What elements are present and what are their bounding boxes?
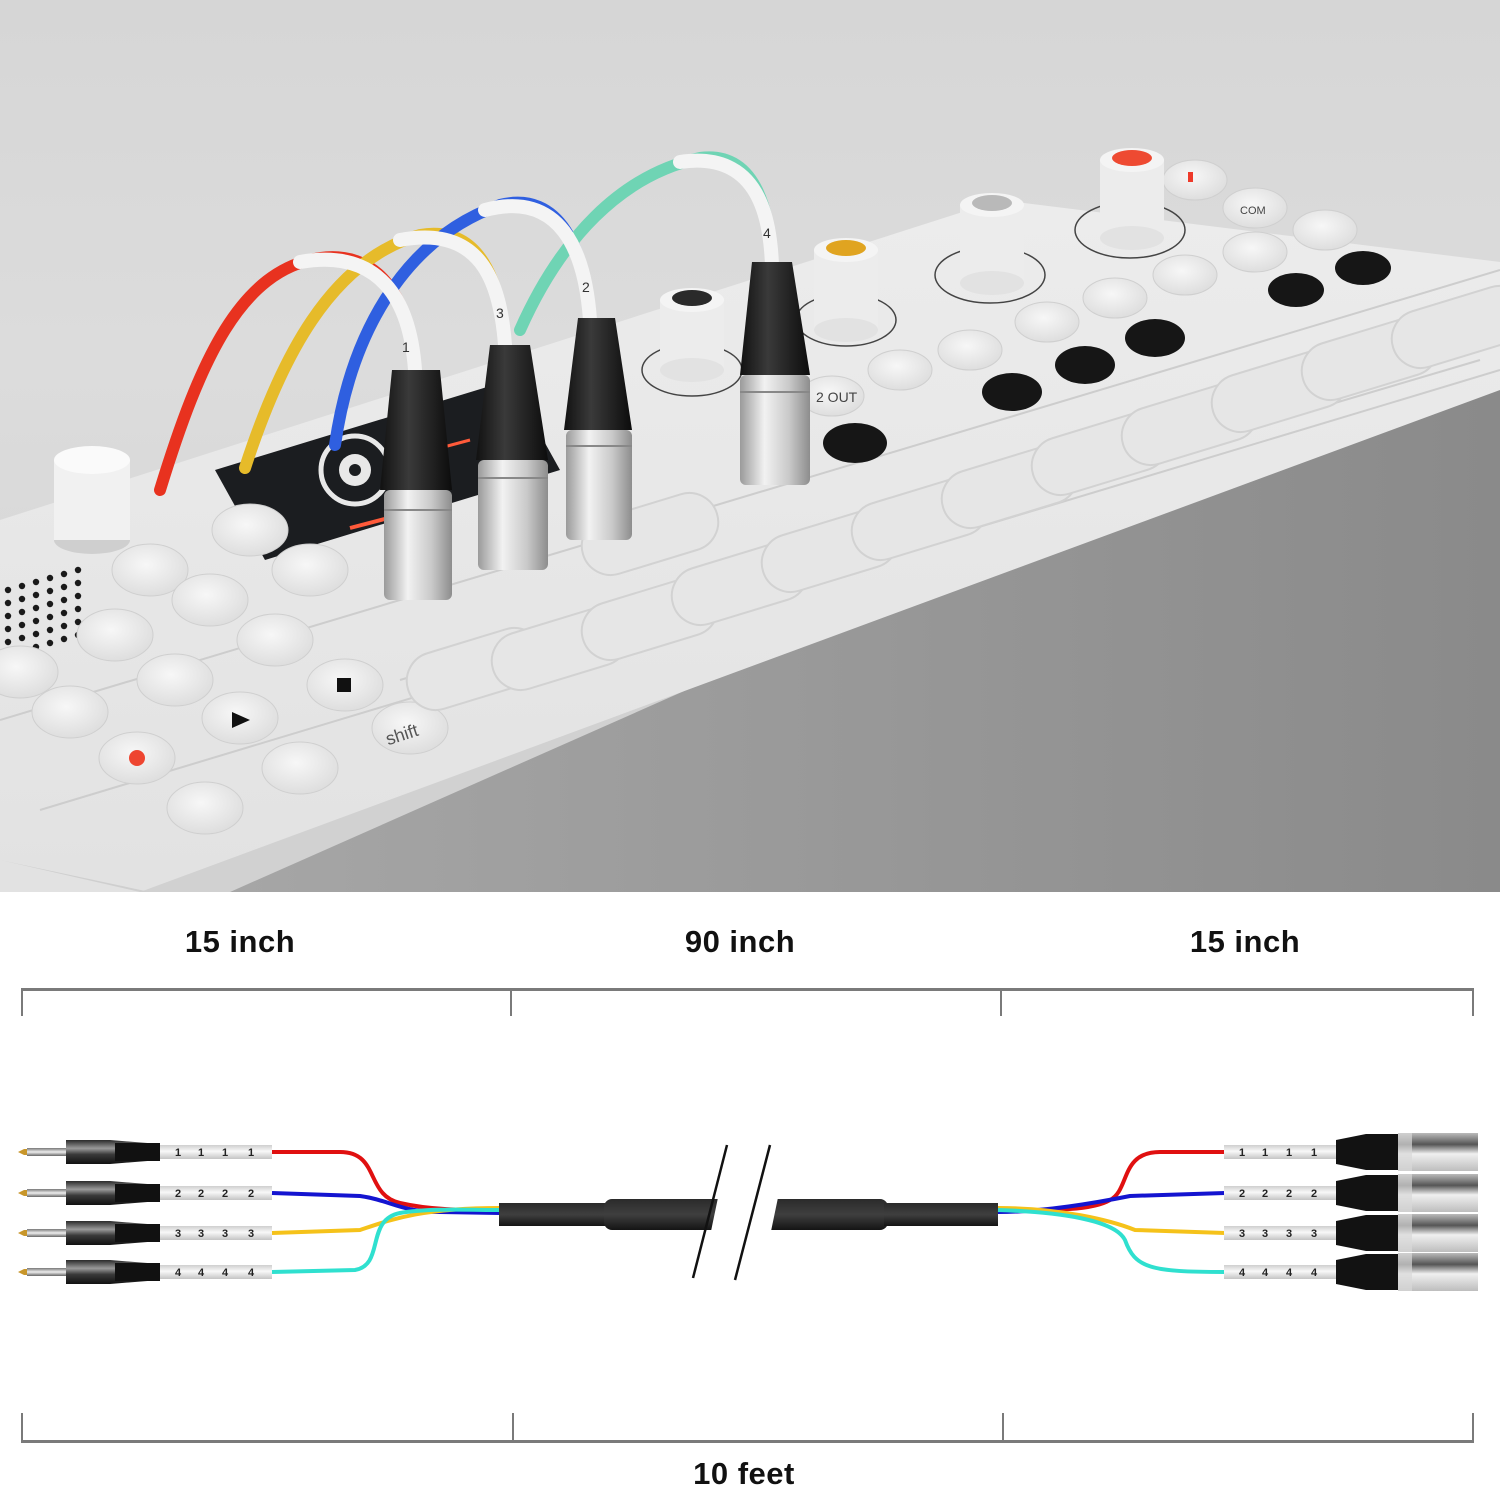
right-fanout-wires bbox=[997, 1150, 1226, 1274]
svg-text:2: 2 bbox=[1262, 1188, 1268, 1200]
stop-icon bbox=[337, 678, 351, 692]
left-trs-connector-3 bbox=[18, 1221, 272, 1245]
svg-text:1: 1 bbox=[1239, 1147, 1245, 1159]
svg-text:1: 1 bbox=[175, 1147, 181, 1159]
svg-text:2: 2 bbox=[222, 1188, 228, 1200]
svg-text:3: 3 bbox=[1239, 1228, 1245, 1240]
product-photo: shift bbox=[0, 0, 1500, 892]
synth-illustration: shift bbox=[0, 148, 1500, 892]
svg-text:2: 2 bbox=[1311, 1188, 1317, 1200]
out-key-label: 2 OUT bbox=[816, 389, 858, 405]
svg-text:4: 4 bbox=[1286, 1267, 1293, 1279]
svg-text:4: 4 bbox=[248, 1267, 255, 1279]
svg-text:3: 3 bbox=[1262, 1228, 1268, 1240]
svg-text:3: 3 bbox=[248, 1228, 254, 1240]
svg-text:3: 3 bbox=[198, 1228, 204, 1240]
svg-text:2: 2 bbox=[248, 1188, 254, 1200]
svg-text:4: 4 bbox=[175, 1267, 182, 1279]
svg-text:2: 2 bbox=[1239, 1188, 1245, 1200]
cables bbox=[154, 151, 779, 496]
svg-text:1: 1 bbox=[1311, 1147, 1317, 1159]
trunk-cable bbox=[499, 1140, 998, 1281]
svg-text:4: 4 bbox=[198, 1267, 205, 1279]
svg-text:1: 1 bbox=[402, 339, 410, 355]
knob-yellow bbox=[795, 238, 897, 347]
svg-text:1: 1 bbox=[1286, 1147, 1292, 1159]
segment-length-middle: 90 inch bbox=[684, 924, 796, 959]
left-fanout-wires bbox=[271, 1150, 501, 1274]
right-sleeve-numbers: 1 1 1 1 2 2 2 2 3 3 3 3 4 4 4 4 bbox=[1239, 1147, 1318, 1279]
xlr-connector-4 bbox=[740, 262, 810, 485]
xlr-connector-3 bbox=[564, 318, 632, 540]
svg-text:4: 4 bbox=[763, 225, 771, 241]
volume-knob bbox=[54, 446, 130, 554]
right-xlr-connector-3 bbox=[1224, 1214, 1478, 1252]
pad-keys bbox=[405, 285, 1500, 711]
total-length-label: 10 feet bbox=[693, 1456, 795, 1491]
knob-black bbox=[641, 288, 743, 397]
record-icon bbox=[129, 750, 145, 766]
svg-text:3: 3 bbox=[1286, 1228, 1292, 1240]
xlr-connector-2 bbox=[476, 345, 548, 570]
com-key-label: COM bbox=[1240, 205, 1266, 217]
play-icon bbox=[232, 712, 250, 728]
xlr-connector-1 bbox=[380, 370, 452, 600]
speaker-grille bbox=[4, 566, 82, 659]
segment-length-left: 15 inch bbox=[184, 924, 296, 959]
svg-text:2: 2 bbox=[198, 1188, 204, 1200]
function-buttons: 2 OUT COM bbox=[799, 159, 1358, 417]
svg-text:1: 1 bbox=[248, 1147, 254, 1159]
segment-length-right: 15 inch bbox=[1189, 924, 1301, 959]
right-xlr-connector-1 bbox=[1224, 1133, 1478, 1171]
right-xlr-connector-2 bbox=[1224, 1174, 1478, 1212]
transport-buttons: shift bbox=[0, 503, 449, 835]
black-buttons bbox=[823, 251, 1391, 463]
red-marker-icon bbox=[1188, 172, 1193, 182]
right-xlr-connector-4 bbox=[1224, 1253, 1478, 1291]
left-trs-connector-1 bbox=[18, 1140, 272, 1164]
left-trs-connector-2 bbox=[18, 1181, 272, 1205]
left-trs-connector-4 bbox=[18, 1260, 272, 1284]
svg-text:3: 3 bbox=[496, 305, 504, 321]
svg-text:1: 1 bbox=[198, 1147, 204, 1159]
svg-text:4: 4 bbox=[1262, 1267, 1269, 1279]
svg-text:2: 2 bbox=[582, 279, 590, 295]
svg-text:4: 4 bbox=[1311, 1267, 1318, 1279]
break-mark-right bbox=[733, 1144, 772, 1281]
knob-red bbox=[1074, 148, 1186, 259]
svg-text:3: 3 bbox=[175, 1228, 181, 1240]
svg-text:3: 3 bbox=[222, 1228, 228, 1240]
knob-gray bbox=[934, 193, 1046, 304]
cable-number-labels: 1 3 2 4 bbox=[402, 225, 771, 355]
dimension-section: 15 inch 90 inch 15 inch 10 feet bbox=[0, 892, 1500, 1500]
svg-text:2: 2 bbox=[1286, 1188, 1292, 1200]
svg-text:1: 1 bbox=[222, 1147, 228, 1159]
svg-text:4: 4 bbox=[1239, 1267, 1246, 1279]
cable-diagram: 1 1 1 1 2 2 2 2 3 3 3 3 4 4 4 4 bbox=[18, 1133, 1478, 1291]
left-sleeve-numbers: 1 1 1 1 2 2 2 2 3 3 3 3 4 4 4 4 bbox=[175, 1147, 255, 1279]
svg-text:2: 2 bbox=[175, 1188, 181, 1200]
break-mark-left bbox=[691, 1144, 729, 1279]
svg-text:4: 4 bbox=[222, 1267, 229, 1279]
svg-text:3: 3 bbox=[1311, 1228, 1317, 1240]
svg-text:1: 1 bbox=[1262, 1147, 1268, 1159]
